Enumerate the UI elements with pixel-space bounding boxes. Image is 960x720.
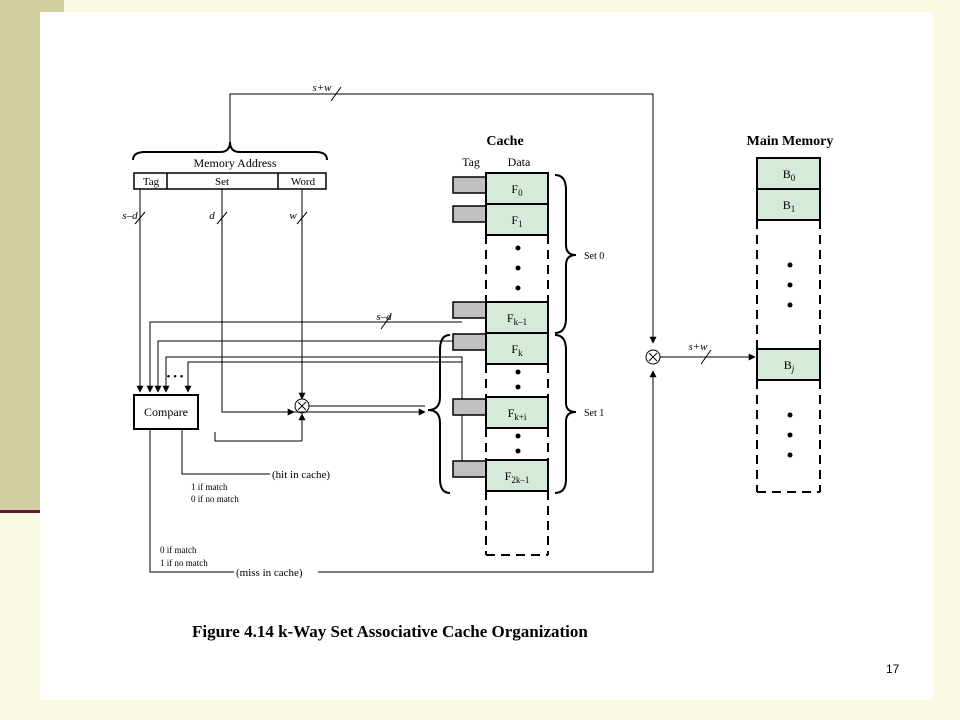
compare-label: Compare xyxy=(144,405,188,419)
memory-block-label: B1 xyxy=(783,198,796,214)
memory-block-label: B0 xyxy=(783,167,796,183)
figure-panel: Memory Address Tag Set Word s+w s–d d w … xyxy=(40,12,933,700)
cache-line-label: F1 xyxy=(511,213,522,229)
main-memory: Main Memory B0 B1 Bj xyxy=(747,134,834,493)
cache-data-cell xyxy=(485,396,549,429)
cache-tag-cell xyxy=(452,398,487,416)
cache-tag-cell xyxy=(452,333,487,351)
memory-mux: s+w xyxy=(645,341,756,365)
cache-tag-cell xyxy=(452,205,487,223)
cache-data-cell xyxy=(485,332,549,365)
slide-side-rule xyxy=(0,510,64,513)
cache-line: F2k–1 xyxy=(452,459,549,492)
set0-label: Set 0 xyxy=(584,251,604,262)
miss-label: (miss in cache) xyxy=(236,567,303,579)
set-select-brace xyxy=(427,334,451,494)
hit-line-2: 0 if no match xyxy=(191,494,239,504)
compare-unit: Compare xyxy=(133,394,199,430)
tag-field-label: Tag xyxy=(143,176,160,188)
set1-brace xyxy=(554,334,577,494)
compare-ellipsis: • • • xyxy=(166,371,183,383)
memory-block: B1 xyxy=(756,188,821,221)
set1-label: Set 1 xyxy=(584,408,604,419)
hit-label: (hit in cache) xyxy=(272,469,330,481)
cache-data-cell xyxy=(485,301,549,334)
cache-data-cell xyxy=(485,203,549,236)
bus-width-top-label: s+w xyxy=(312,82,332,94)
cache-line: Fk+i xyxy=(452,396,549,429)
figure-caption: Figure 4.14 k-Way Set Associative Cache … xyxy=(192,622,588,641)
word-width-label: w xyxy=(289,210,297,222)
miss-line-1: 0 if match xyxy=(160,545,197,555)
cache-title: Cache xyxy=(486,134,523,149)
cache-line: Fk xyxy=(452,332,549,365)
cache-line: F0 xyxy=(452,172,549,205)
memory-address-register: Memory Address Tag Set Word xyxy=(132,141,328,190)
cache-line-label: Fk–1 xyxy=(507,311,527,327)
cache-tag-column-label: Tag xyxy=(462,155,480,169)
memory-block-label: Bj xyxy=(784,358,795,374)
memory-block: Bj xyxy=(756,348,821,381)
tag-width-label: s–d xyxy=(122,210,138,222)
hit-line-1: 1 if match xyxy=(191,482,228,492)
cache-line-label: Fk+i xyxy=(508,406,527,422)
word-field-label: Word xyxy=(291,176,316,188)
hit-miss-outputs: (hit in cache) 1 if match 0 if no match … xyxy=(149,370,657,579)
memory-block: B0 xyxy=(756,157,821,190)
cache-mux xyxy=(214,398,426,442)
set-field-label: Set xyxy=(215,176,229,188)
set-width-label: d xyxy=(209,210,215,222)
set0-brace xyxy=(554,174,577,334)
cache-tag-cell xyxy=(452,176,487,194)
cache-line-label: F2k–1 xyxy=(505,469,530,485)
page-number: 17 xyxy=(886,662,900,676)
cache-block: Cache Tag Data F0 F1 Fk–1 Fk xyxy=(427,134,604,556)
cache-line-label: Fk xyxy=(511,342,523,358)
memory-address-title: Memory Address xyxy=(194,156,277,170)
main-memory-title: Main Memory xyxy=(747,134,834,149)
cache-data-column-label: Data xyxy=(508,155,531,169)
tag-compare-wires: s–d • • • xyxy=(146,311,463,468)
cache-tag-cell xyxy=(452,301,487,319)
cache-organization-diagram: Memory Address Tag Set Word s+w s–d d w … xyxy=(122,82,834,641)
bus-width-memory-label: s+w xyxy=(688,341,708,353)
cache-line: Fk–1 xyxy=(452,301,549,334)
cache-line: F1 xyxy=(452,203,549,236)
tag-bus-width-label: s–d xyxy=(376,311,392,323)
address-bus-top: s+w xyxy=(229,82,657,344)
cache-data-cell xyxy=(485,459,549,492)
cache-tag-cell xyxy=(452,460,487,478)
miss-line-2: 1 if no match xyxy=(160,558,208,568)
cache-line-label: F0 xyxy=(511,182,523,198)
